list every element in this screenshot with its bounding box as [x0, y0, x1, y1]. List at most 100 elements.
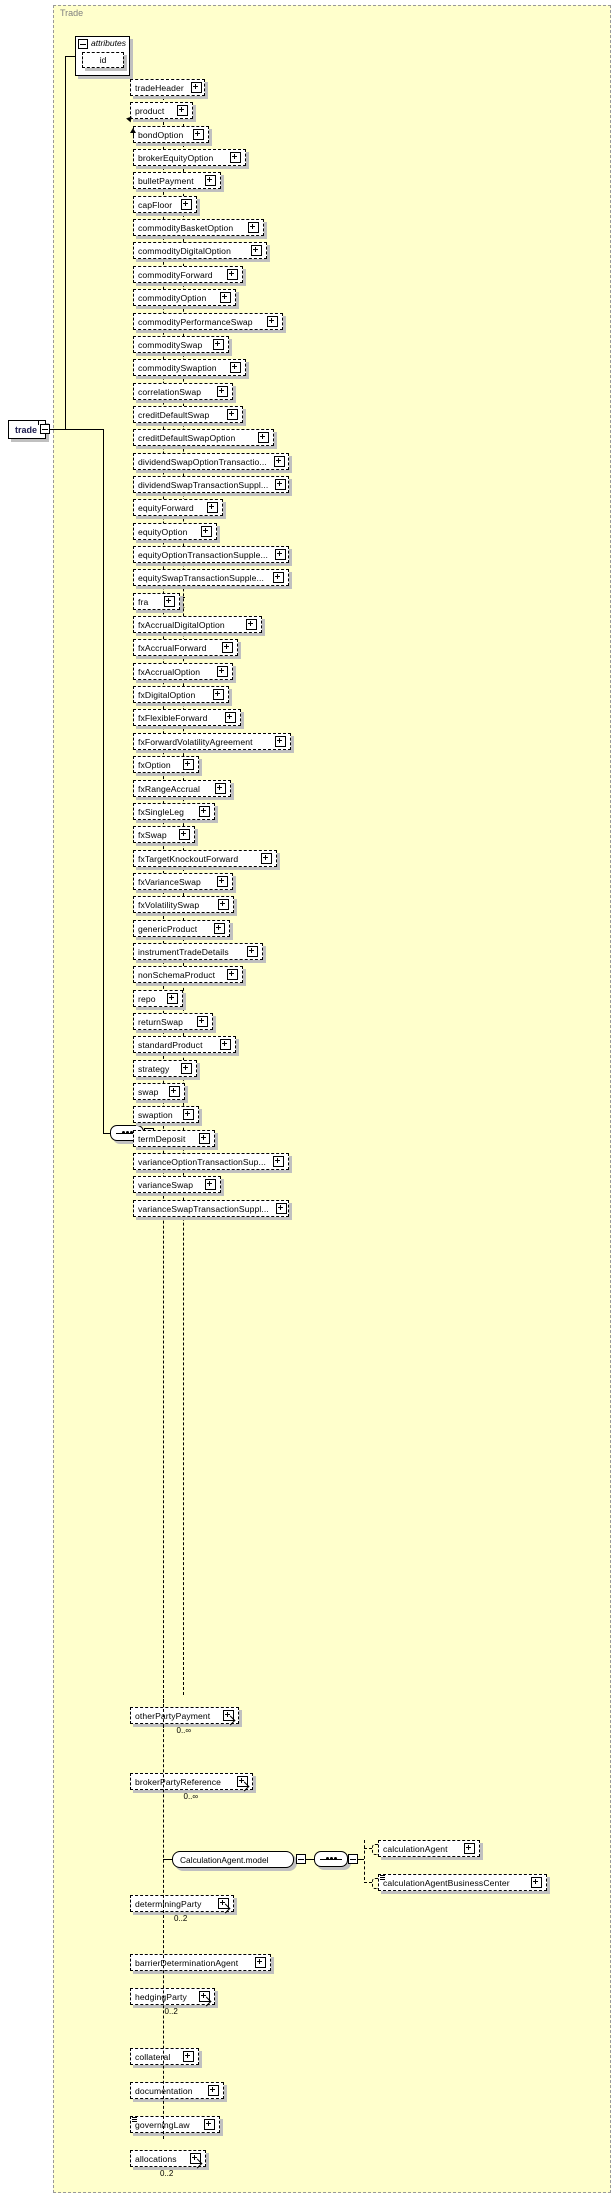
- element-node[interactable]: fxAccrualOption: [133, 663, 233, 680]
- plus-box-icon[interactable]: [190, 82, 202, 93]
- element-node[interactable]: standardProduct: [133, 1036, 236, 1053]
- plus-box-icon[interactable]: [247, 946, 258, 957]
- plus-box-icon[interactable]: [217, 386, 228, 397]
- element-node[interactable]: termDeposit: [133, 1130, 215, 1147]
- element-node[interactable]: bulletPayment: [133, 172, 221, 189]
- plus-box-icon[interactable]: [169, 1086, 180, 1097]
- plus-box-icon[interactable]: [275, 479, 287, 490]
- element-node[interactable]: strategy: [133, 1060, 197, 1077]
- element-node[interactable]: equityOption: [133, 523, 217, 540]
- element-node[interactable]: barrierDeterminationAgent: [130, 1954, 271, 1971]
- plus-box-icon[interactable]: [464, 1843, 475, 1854]
- element-node[interactable]: fxTargetKnockoutForward: [133, 850, 277, 867]
- plus-box-icon[interactable]: [275, 736, 286, 747]
- plus-box-icon[interactable]: [217, 876, 228, 887]
- plus-box-icon[interactable]: [230, 362, 241, 373]
- plus-box-icon[interactable]: [201, 526, 212, 537]
- plus-box-icon[interactable]: [273, 572, 284, 583]
- plus-box-icon[interactable]: [177, 105, 188, 116]
- element-node[interactable]: creditDefaultSwap: [133, 406, 243, 423]
- plus-box-icon[interactable]: [273, 456, 285, 467]
- element-node[interactable]: governingLaw: [130, 2116, 220, 2133]
- calculation-agent-model-collapse-icon[interactable]: [296, 1854, 306, 1864]
- element-node[interactable]: bondOption: [133, 126, 209, 143]
- element-node[interactable]: correlationSwap: [133, 383, 233, 400]
- plus-box-icon[interactable]: [531, 1877, 542, 1888]
- element-node[interactable]: returnSwap: [133, 1013, 213, 1030]
- plus-box-icon[interactable]: [227, 409, 238, 420]
- element-node[interactable]: fxSwap: [133, 826, 195, 843]
- element-node[interactable]: documentation: [130, 2082, 224, 2099]
- plus-box-icon[interactable]: [183, 1109, 194, 1120]
- plus-box-icon[interactable]: [227, 269, 238, 280]
- plus-box-icon[interactable]: [220, 1039, 231, 1050]
- element-node[interactable]: fxAccrualDigitalOption: [133, 616, 262, 633]
- plus-box-icon[interactable]: [218, 1898, 229, 1909]
- element-node[interactable]: commodityOption: [133, 289, 236, 306]
- element-node[interactable]: genericProduct: [133, 920, 230, 937]
- element-node[interactable]: allocations: [130, 2150, 206, 2167]
- calculation-agent-model[interactable]: CalculationAgent.model: [172, 1851, 294, 1868]
- plus-box-icon[interactable]: [181, 1063, 192, 1074]
- plus-box-icon[interactable]: [251, 245, 262, 256]
- plus-box-icon[interactable]: [237, 1776, 248, 1787]
- element-node[interactable]: brokerPartyReference: [130, 1773, 253, 1790]
- element-node[interactable]: swaption: [133, 1106, 199, 1123]
- calculation-agent-sequence-icon[interactable]: [314, 1851, 348, 1867]
- element-node[interactable]: tradeHeader: [130, 79, 205, 96]
- element-node[interactable]: fxForwardVolatilityAgreement: [133, 733, 291, 750]
- plus-box-icon[interactable]: [246, 619, 257, 630]
- plus-box-icon[interactable]: [248, 222, 259, 233]
- plus-box-icon[interactable]: [213, 339, 224, 350]
- plus-box-icon[interactable]: [179, 829, 190, 840]
- element-node[interactable]: equitySwapTransactionSupple...: [133, 569, 289, 586]
- plus-box-icon[interactable]: [215, 783, 226, 794]
- element-node[interactable]: fxSingleLeg: [133, 803, 215, 820]
- element-node[interactable]: commodityPerformanceSwap: [133, 313, 283, 330]
- plus-box-icon[interactable]: [183, 2051, 194, 2062]
- element-node[interactable]: instrumentTradeDetails: [133, 943, 263, 960]
- plus-box-icon[interactable]: [204, 2119, 215, 2130]
- element-node[interactable]: creditDefaultSwapOption: [133, 429, 274, 446]
- element-node[interactable]: fxDigitalOption: [133, 686, 229, 703]
- element-node[interactable]: commodityBasketOption: [133, 219, 264, 236]
- plus-box-icon[interactable]: [208, 2085, 219, 2096]
- plus-box-icon[interactable]: [193, 129, 204, 140]
- element-node[interactable]: calculationAgentBusinessCenter: [378, 1874, 547, 1891]
- plus-box-icon[interactable]: [222, 642, 233, 653]
- element-node[interactable]: fxAccrualForward: [133, 639, 238, 656]
- attribute-id[interactable]: id: [82, 52, 124, 68]
- element-node[interactable]: nonSchemaProduct: [133, 966, 243, 983]
- element-node[interactable]: swap: [133, 1083, 185, 1100]
- element-node[interactable]: commoditySwap: [133, 336, 229, 353]
- element-node[interactable]: commoditySwaption: [133, 359, 246, 376]
- plus-box-icon[interactable]: [205, 1179, 216, 1190]
- element-node[interactable]: fxVarianceSwap: [133, 873, 233, 890]
- plus-box-icon[interactable]: [167, 993, 178, 1004]
- plus-box-icon[interactable]: [274, 549, 286, 560]
- element-node[interactable]: fra: [133, 593, 180, 610]
- element-node[interactable]: fxFlexibleForward: [133, 709, 241, 726]
- plus-box-icon[interactable]: [223, 1710, 234, 1721]
- element-node[interactable]: fxRangeAccrual: [133, 780, 231, 797]
- plus-box-icon[interactable]: [230, 152, 241, 163]
- calculation-agent-sequence-collapse-icon[interactable]: [348, 1854, 358, 1864]
- plus-box-icon[interactable]: [181, 199, 192, 210]
- element-node[interactable]: calculationAgent: [378, 1840, 480, 1857]
- plus-box-icon[interactable]: [214, 923, 225, 934]
- plus-box-icon[interactable]: [261, 853, 272, 864]
- plus-box-icon[interactable]: [267, 316, 278, 327]
- plus-box-icon[interactable]: [199, 806, 210, 817]
- plus-box-icon[interactable]: [190, 2153, 201, 2164]
- attributes-collapse-icon[interactable]: [78, 39, 88, 49]
- plus-box-icon[interactable]: [197, 1016, 208, 1027]
- element-node[interactable]: fxVolatilitySwap: [133, 896, 234, 913]
- plus-box-icon[interactable]: [217, 666, 228, 677]
- plus-box-icon[interactable]: [273, 1156, 284, 1167]
- element-node[interactable]: commodityDigitalOption: [133, 242, 267, 259]
- plus-box-icon[interactable]: [225, 712, 236, 723]
- plus-box-icon[interactable]: [164, 596, 175, 607]
- element-node[interactable]: repo: [133, 990, 183, 1007]
- element-node[interactable]: determiningParty: [130, 1895, 234, 1912]
- plus-box-icon[interactable]: [218, 899, 229, 910]
